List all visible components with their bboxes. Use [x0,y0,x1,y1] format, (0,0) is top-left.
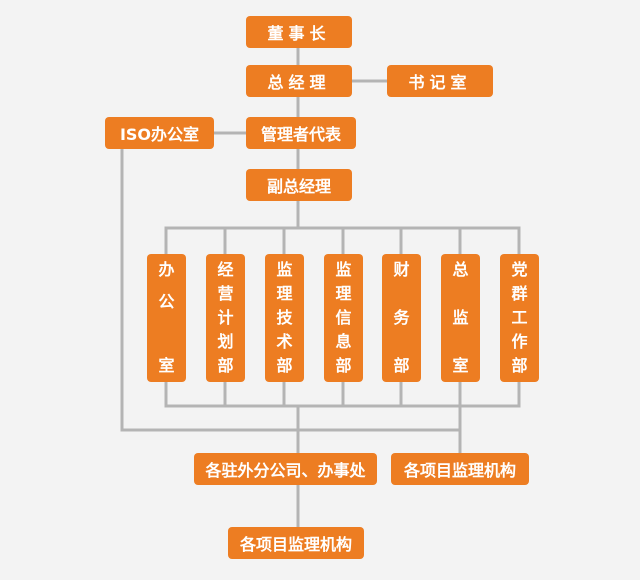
dept-char: 监 [276,260,293,279]
dept-char: 公 [158,292,175,311]
dept-char: 作 [511,332,528,351]
dept-char: 部 [276,356,293,375]
node-dept-tech: 监理技术部 [265,254,304,382]
node-dept-info: 监理信息部 [324,254,363,382]
dept-char [458,334,464,350]
node-iso-office: ISO办公室 [105,117,214,149]
node-deputy-gm: 副总经理 [246,169,352,201]
dept-char: 室 [452,356,469,375]
node-dept-chief: 总 监 室 [441,254,480,382]
dept-char: 理 [276,284,293,303]
dept-char: 理 [335,284,352,303]
dept-char: 群 [511,284,528,303]
dept-char: 营 [217,284,234,303]
dept-char: 息 [335,332,352,351]
dept-char: 部 [393,356,410,375]
dept-char [399,334,405,350]
dept-char: 部 [511,356,528,375]
node-dept-finance: 财 务 部 [382,254,421,382]
dept-char: 经 [217,260,234,279]
dept-char: 工 [511,308,528,327]
dept-char: 信 [335,308,352,327]
node-secretary: 书记室 [387,65,493,97]
node-chairman: 董事长 [246,16,352,48]
node-project-supervision-right: 各项目监理机构 [391,453,529,485]
dept-char: 室 [158,356,175,375]
dept-char: 部 [335,356,352,375]
dept-char: 划 [217,332,234,351]
node-dept-business: 经营计划部 [206,254,245,382]
dept-char: 党 [511,260,528,279]
dept-char: 计 [217,308,234,327]
node-dept-party: 党群工作部 [500,254,539,382]
dept-char: 财 [393,260,410,279]
dept-char: 监 [452,308,469,327]
node-dept-office: 办公 室 [147,254,186,382]
dept-char: 总 [452,260,469,279]
dept-char: 办 [158,260,175,279]
node-management-rep: 管理者代表 [246,117,356,149]
dept-char [399,286,405,302]
dept-char: 部 [217,356,234,375]
dept-char: 监 [335,260,352,279]
dept-char: 务 [393,308,410,327]
node-general-manager: 总经理 [246,65,352,97]
dept-char: 技 [276,308,293,327]
dept-char [164,326,170,342]
node-project-supervision-bottom: 各项目监理机构 [228,527,364,559]
dept-char [458,286,464,302]
node-branches: 各驻外分公司、办事处 [194,453,377,485]
dept-char: 术 [276,332,293,351]
